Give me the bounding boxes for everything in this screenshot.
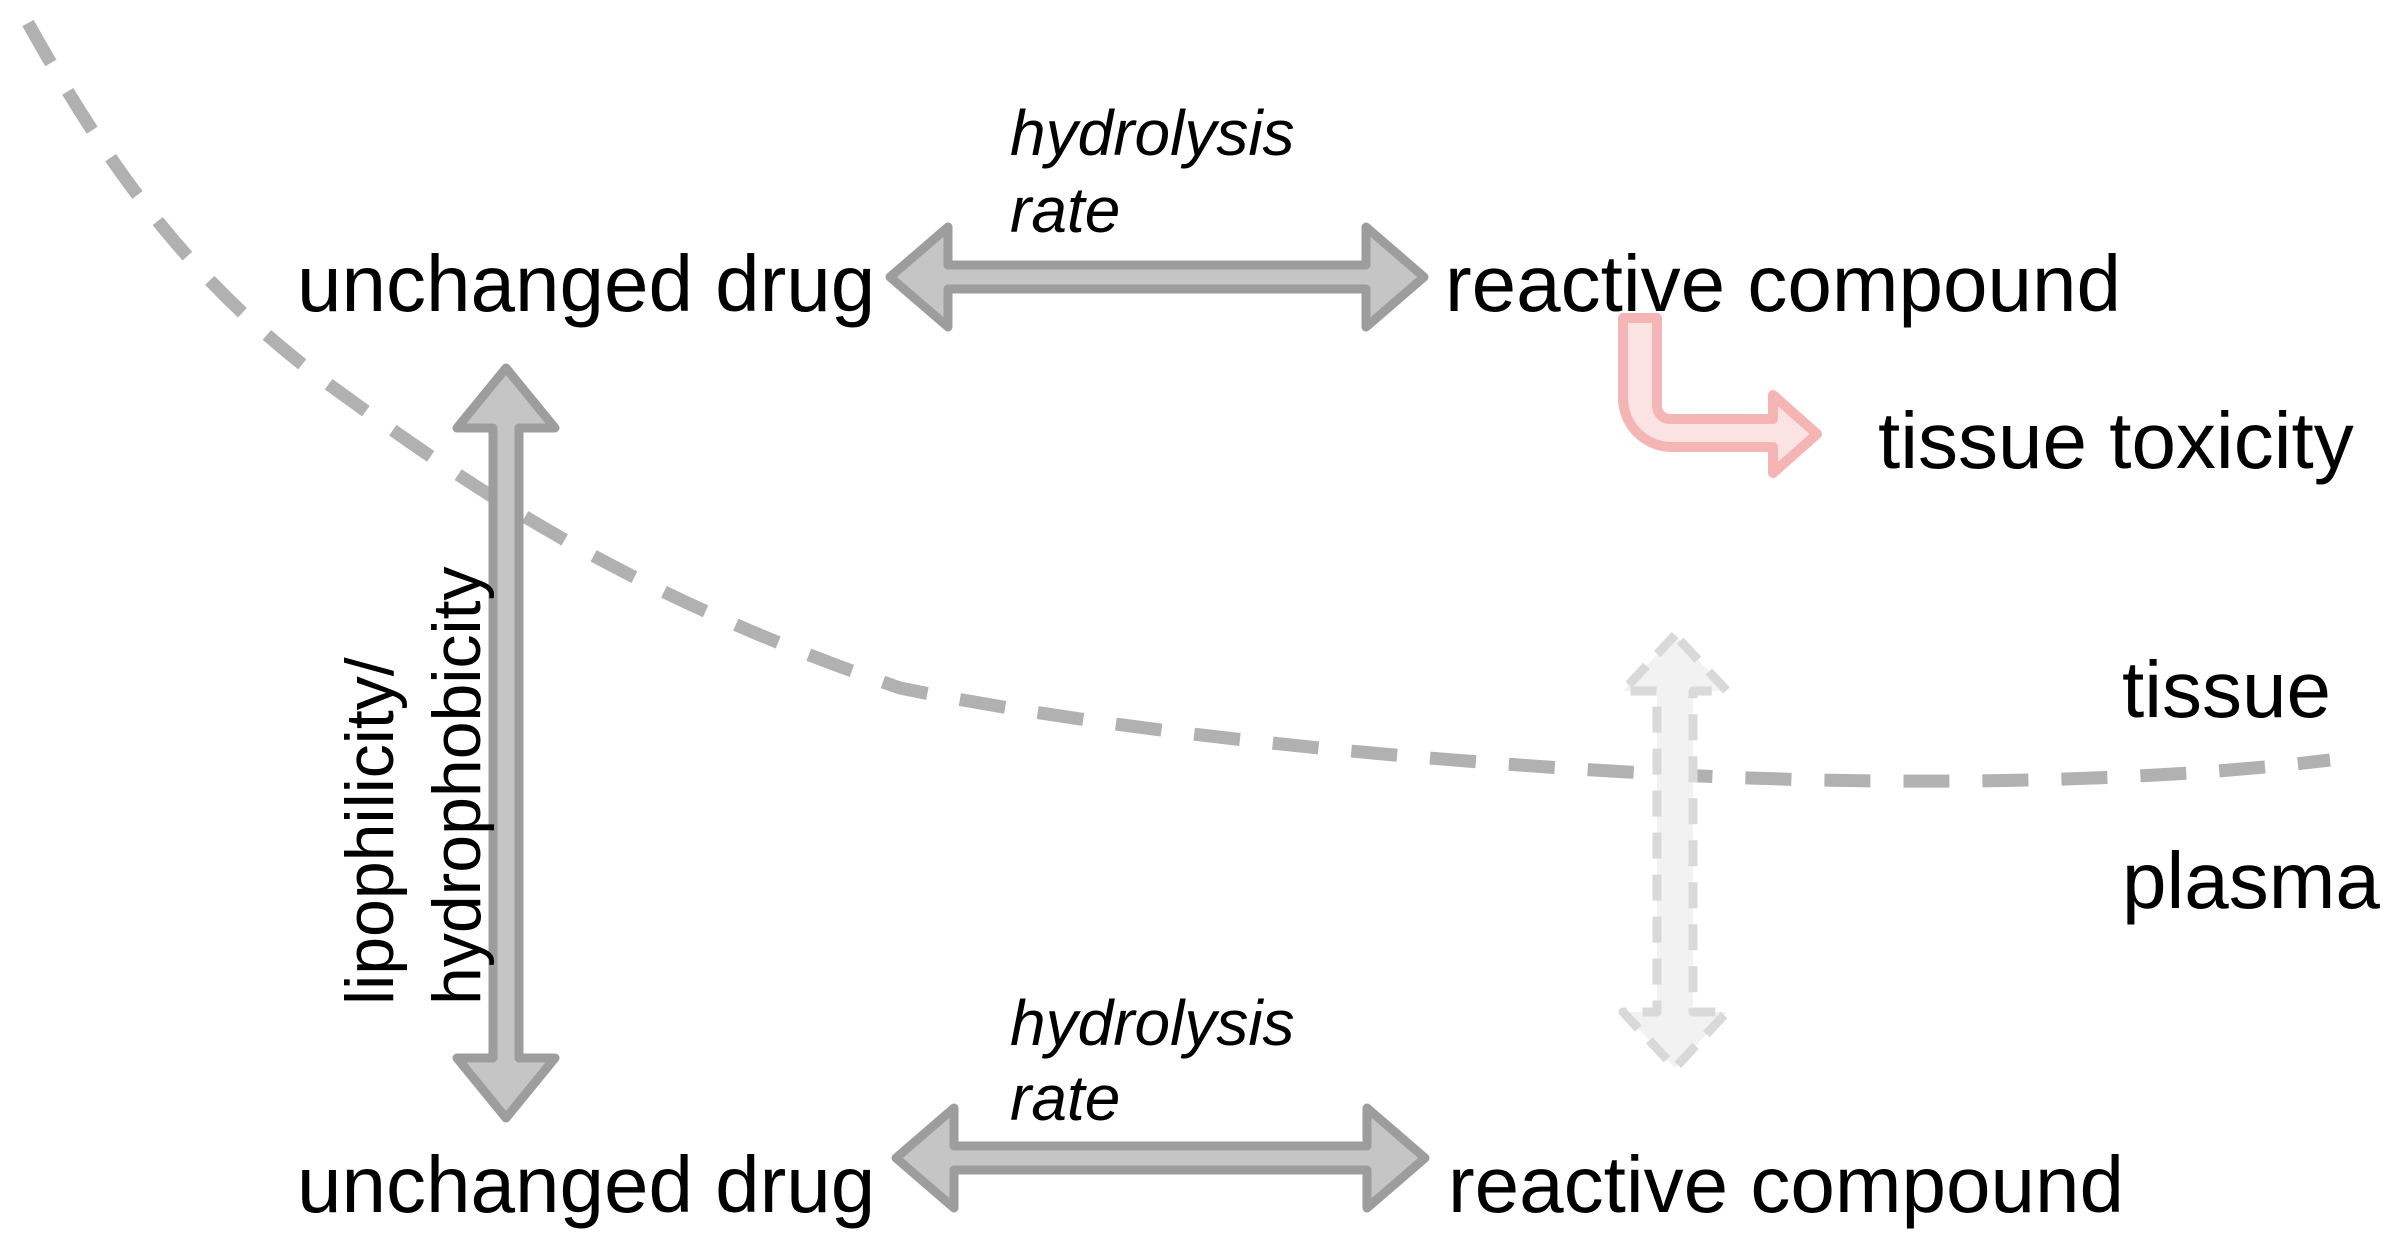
plasma-compartment-label: plasma	[2122, 836, 2380, 925]
top-hydrolysis-rate-label-line2: rate	[1010, 174, 1120, 246]
bottom-hydrolysis-rate-label-line2: rate	[1010, 1062, 1120, 1134]
bottom-reactive-compound-label: reactive compound	[1448, 1140, 2124, 1229]
toxicity-elbow-arrow-outline	[1618, 313, 1822, 478]
top-unchanged-drug-label: unchanged drug	[297, 239, 875, 328]
lipophilicity-double-arrow-outline	[452, 363, 560, 1123]
toxicity-elbow-arrow	[1623, 318, 1817, 473]
left-axis-label-line1: lipophilicity/	[332, 657, 408, 1005]
bottom-hydrolysis-double-arrow	[896, 1108, 1425, 1208]
top-hydrolysis-rate-label-line1: hydrolysis	[1010, 97, 1295, 169]
bottom-hydrolysis-rate-label-line1: hydrolysis	[1010, 987, 1295, 1059]
top-hydrolysis-double-arrow-outline	[885, 222, 1429, 332]
tissue-toxicity-label: tissue toxicity	[1878, 396, 2354, 485]
tissue-plasma-exchange-dashed-arrow	[1623, 635, 1727, 1068]
left-axis-label-line2: hydrophobicity	[419, 567, 495, 1005]
tissue-plasma-exchange-dashed-arrow-outline	[1618, 630, 1732, 1073]
tissue-compartment-label: tissue	[2122, 645, 2331, 734]
top-reactive-compound-label: reactive compound	[1445, 239, 2121, 328]
tissue-plasma-boundary-curve	[22, 19, 2331, 788]
bottom-hydrolysis-double-arrow-outline	[891, 1103, 1430, 1213]
bottom-unchanged-drug-label: unchanged drug	[297, 1140, 875, 1229]
lipophilicity-double-arrow	[457, 368, 555, 1118]
top-hydrolysis-double-arrow	[890, 227, 1424, 327]
